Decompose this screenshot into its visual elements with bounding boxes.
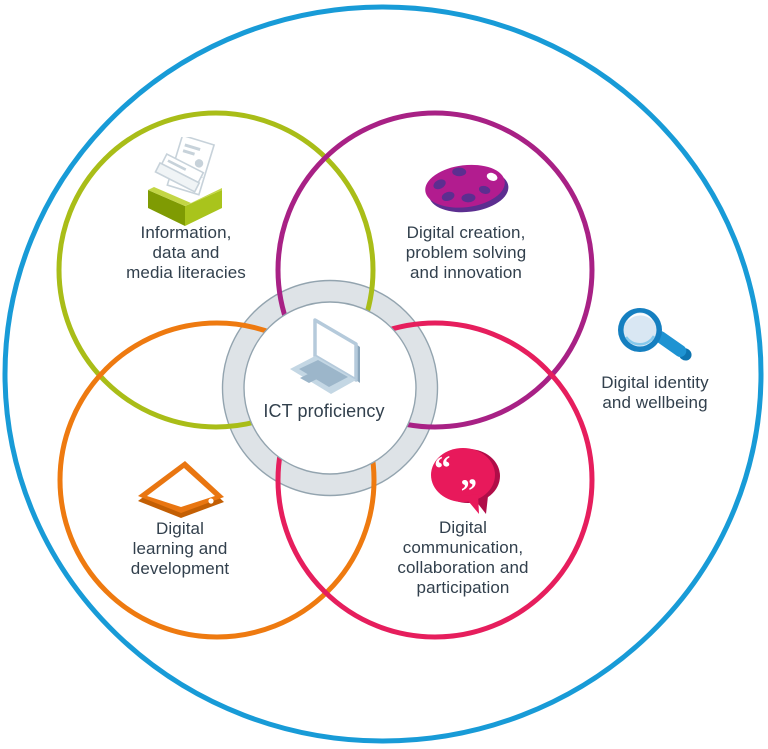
information-label: Information, data and media literacies (126, 223, 246, 282)
learning-circle (57, 320, 377, 640)
identity-label: Digital identity and wellbeing (601, 373, 709, 412)
ict-proficiency-label: ICT proficiency (263, 401, 385, 421)
information-circle (56, 110, 376, 430)
creation-label: Digital creation, problem solving and in… (405, 223, 527, 282)
svg-text:”: ” (459, 472, 480, 511)
ict-ring-inner-edge (243, 301, 417, 475)
card-index-icon (148, 137, 222, 226)
speech-bubble-icon: “ ” (431, 448, 500, 514)
laptop-icon (290, 318, 360, 394)
palette-icon (425, 164, 509, 213)
magnifier-icon (618, 308, 692, 361)
card-box-right-face (185, 190, 222, 226)
ict-ring-outer-edge (221, 279, 439, 497)
ict-ring-band (222, 280, 438, 496)
communication-circle (275, 320, 595, 640)
creation-circle (275, 110, 595, 430)
card-box-left-face (148, 190, 185, 226)
communication-label: Digital communication, collaboration and… (397, 518, 529, 597)
tablet-icon (138, 461, 224, 518)
learning-label: Digital learning and development (130, 519, 230, 578)
svg-text:“: “ (433, 449, 454, 488)
outer-circle (2, 4, 764, 744)
